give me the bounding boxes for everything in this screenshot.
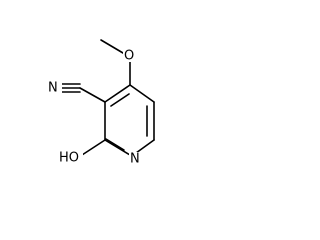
substituent-bonds: [61, 39, 131, 156]
atom-labels: O N N HO: [48, 48, 143, 167]
bond-c3-c4-inner: [110, 93, 130, 107]
nitrile-nitrogen-label: N: [48, 81, 58, 96]
bond-c2-o-hydroxy: [81, 139, 106, 156]
ring-nitrogen-label: N: [130, 152, 140, 167]
bond-n1-c2-inner: [105, 138, 125, 151]
bond-c6-n1: [135, 139, 155, 154]
bond-c3-c4: [104, 84, 131, 103]
bond-o-methyl: [100, 39, 124, 54]
bond-n1-c2: [104, 139, 131, 156]
bond-c4-c5: [129, 84, 155, 103]
methoxy-oxygen-label: O: [124, 49, 134, 64]
hydroxy-label: HO: [59, 151, 79, 166]
ring-bonds: [104, 84, 155, 156]
chemical-structure-diagram: O N N HO: [48, 39, 155, 167]
bond-c3-c-nitrile: [79, 87, 106, 103]
